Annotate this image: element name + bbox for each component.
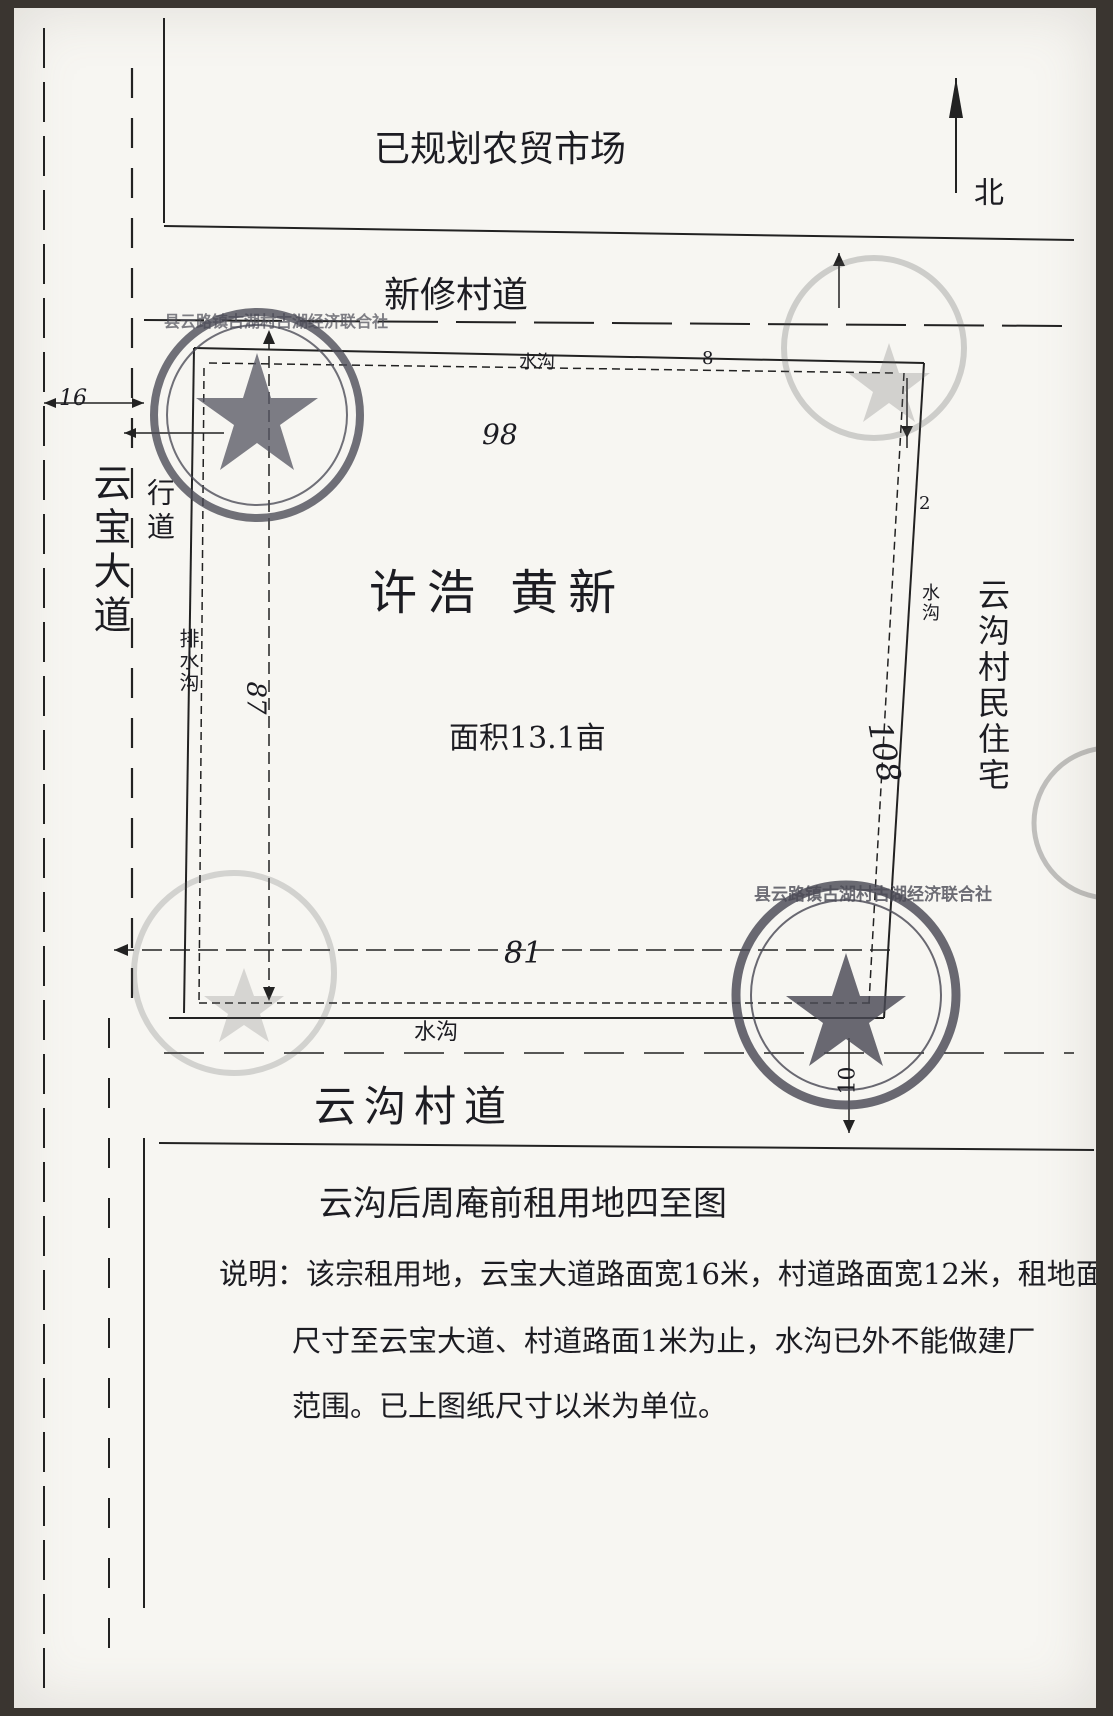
dim-small-tr: 2 (919, 493, 931, 514)
notes-line-1: 说明：该宗租用地，云宝大道路面宽16米，村道路面宽12米，租地面积 (219, 1257, 1096, 1291)
dim-left: 87 (240, 681, 271, 715)
ditch-east-label: 水沟 (919, 583, 940, 623)
notes-line-3: 范围。已上图纸尺寸以米为单位。 (292, 1389, 728, 1423)
residence-east-label: 云沟村民住宅 (973, 578, 1011, 794)
market-label: 已规划农贸市场 (374, 129, 627, 170)
north-label: 北 (974, 176, 1004, 211)
faint-seal-top-right (781, 255, 967, 441)
dim-top: 98 (482, 418, 518, 451)
ditch-west-label: 排水沟 (176, 628, 200, 694)
notes-line-2: 尺寸至云宝大道、村道路面1米为止，水沟已外不能做建厂 (292, 1324, 1036, 1358)
dim-small-br: 10 (835, 1066, 861, 1095)
official-seal-bottom-right (731, 880, 961, 1110)
parcel-west-edge (183, 347, 195, 1014)
area-text: 面积13.1亩 (449, 721, 606, 756)
notes-border-top (158, 1142, 1095, 1151)
parcel-east-edge (883, 362, 925, 1019)
seal-inscription-bottom-right: 县云路镇古湖村古湖经济联合社 (754, 885, 992, 905)
dim-small-top: 8 (702, 348, 714, 369)
faint-seal-right-edge (1031, 746, 1096, 900)
ditch-south-label: 水沟 (414, 1020, 459, 1045)
document-page: 已规划农贸市场 北 新修村道 水沟 8 16 98 2 云宝大道 行道 排水沟 … (14, 8, 1096, 1708)
dim-bottom: 81 (504, 936, 543, 971)
notes-caption: 云沟后周庵前租用地四至图 (319, 1184, 727, 1224)
north-arrow-head (949, 78, 963, 118)
road-west-label: 云宝大道 (87, 463, 131, 639)
dim-west-road: 16 (59, 386, 87, 411)
sidewalk-label: 行道 (143, 478, 176, 546)
seal-inscription-top-left: 县云路镇古湖村古湖经济联合社 (164, 312, 389, 331)
road-north-label: 新修村道 (384, 275, 529, 316)
ditch-west-line (198, 367, 205, 1004)
ditch-east-line (868, 372, 905, 1004)
map-drawing (43, 18, 1096, 1688)
road-south-label: 云沟村道 (314, 1082, 515, 1131)
parcel-north-edge (193, 347, 925, 364)
ditch-north-line (208, 362, 895, 374)
ditch-north-label: 水沟 (519, 352, 555, 373)
owner-name: 许浩 黄新 (369, 565, 627, 621)
official-seal-top-left (150, 308, 364, 522)
market-block-bottom (163, 225, 1075, 241)
faint-seal-bottom-left (131, 870, 337, 1076)
